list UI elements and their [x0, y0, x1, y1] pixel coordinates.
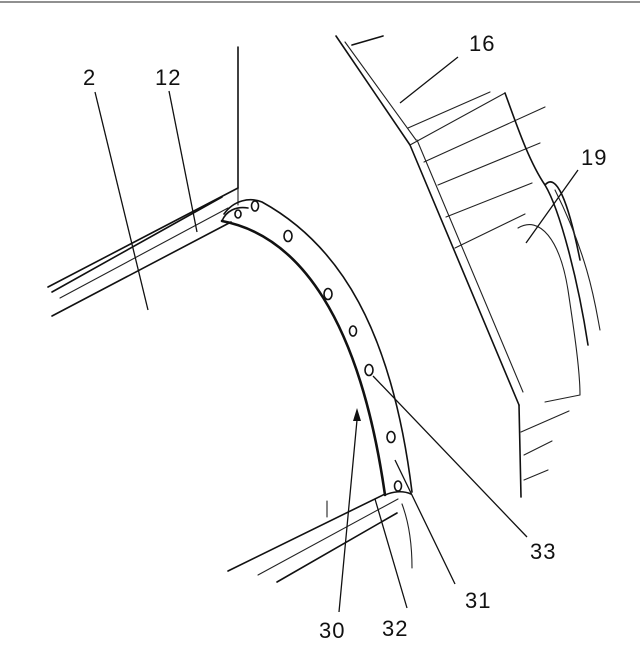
panel-lower-stripe-3: [524, 470, 548, 480]
ring-member: [222, 200, 412, 568]
ref-19: 19: [581, 145, 607, 170]
ref-12: 12: [155, 65, 181, 90]
leader-31: [395, 460, 455, 584]
panel-fold-inner: [417, 140, 523, 392]
upper-ridge-line: [48, 188, 238, 287]
window-outer-edge: [505, 93, 588, 345]
panel-stripe-5: [455, 214, 525, 248]
ref-31: 31: [465, 588, 491, 613]
ring-outer-edge: [224, 200, 412, 492]
leader-19: [526, 170, 578, 243]
panel-stripe-2: [424, 107, 545, 162]
panel-stripe-4: [446, 183, 532, 217]
rim-line-3: [52, 222, 231, 316]
panel-lower-stripe-2: [524, 441, 552, 455]
ref-2: 2: [83, 65, 96, 90]
leader-2: [95, 92, 148, 310]
panel-fold: [410, 145, 519, 405]
ring-inner-edge: [222, 221, 385, 495]
leader-12: [169, 91, 197, 232]
ref-32: 32: [382, 616, 408, 641]
panel-stripe-1: [408, 92, 490, 128]
panel-top-line: [410, 93, 505, 145]
ref-30: 30: [319, 618, 345, 643]
panel-lower-stripe-1: [521, 411, 569, 432]
hole-1: [252, 201, 259, 211]
hole-4: [350, 326, 357, 336]
panel-stripe-3: [438, 143, 540, 185]
ring-tail: [402, 504, 412, 568]
lower-line-1: [228, 494, 385, 571]
hole-2: [284, 231, 292, 242]
ref-16: 16: [469, 31, 495, 56]
hole-6: [387, 432, 395, 443]
ring-bottom-end: [385, 492, 411, 495]
cylinder-body: [48, 47, 398, 582]
panel-edge-top: [336, 36, 410, 145]
hole-5: [365, 365, 373, 376]
panel-lower-edge: [519, 405, 521, 497]
lower-line-2: [258, 499, 398, 575]
hole-8: [235, 210, 241, 218]
leader-lines: [95, 57, 578, 612]
leader-16: [400, 57, 458, 103]
hole-7: [395, 481, 402, 491]
rim-line-1: [52, 197, 222, 292]
leader-30-arrow: [353, 408, 361, 421]
panel-top-mark: [352, 36, 383, 45]
side-panel: [336, 36, 600, 497]
rim-line-2: [60, 208, 228, 298]
window-bottom: [545, 395, 580, 402]
panel-edge-inner: [345, 42, 416, 140]
ref-33: 33: [530, 539, 556, 564]
lower-line-3: [277, 513, 397, 582]
window-inner-edge: [518, 225, 580, 395]
leader-32: [375, 499, 407, 608]
hole-3: [324, 289, 332, 300]
window-outer-curve: [555, 190, 600, 330]
